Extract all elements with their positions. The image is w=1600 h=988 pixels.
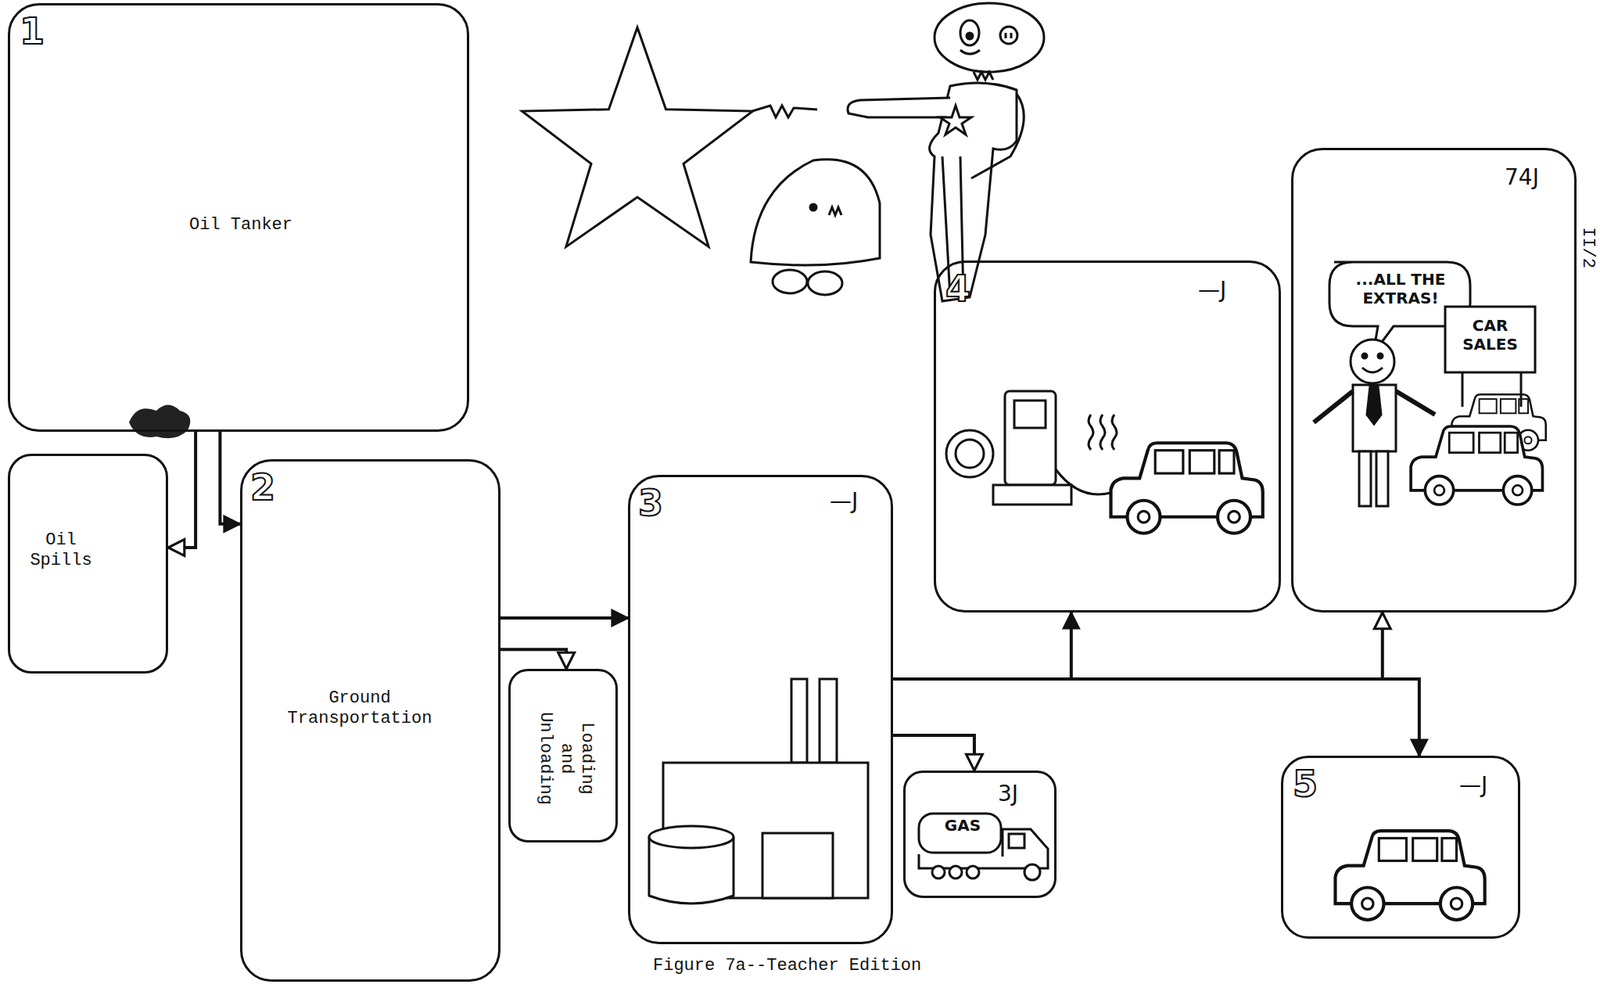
alien-drawing (1005, 32, 1012, 39)
sales-box: 74J ...ALL THE EXTRAS! CAR SALES (1291, 147, 1577, 613)
gas-pump-drawing (955, 439, 984, 468)
alien-drawing (960, 50, 980, 54)
node-text: 3 (638, 481, 686, 525)
salesman-drawing (1350, 339, 1395, 384)
alien-drawing (1000, 26, 1018, 44)
salesman-drawing (1362, 367, 1383, 373)
node-text: Oil Tanker (158, 215, 323, 236)
node-text: 3J (997, 780, 1045, 808)
alien-drawing (960, 20, 980, 46)
node-text: —J (1459, 771, 1522, 799)
alien-drawing (750, 3, 1044, 302)
node-text: —J (1198, 276, 1261, 304)
node-text: GAS (931, 815, 994, 835)
truck-box: GAS3J (903, 770, 1057, 898)
page-label: II/2 (1577, 226, 1598, 282)
gas-pump-drawing (946, 430, 994, 478)
station-box: 4 —J (933, 260, 1281, 613)
node-text: Oil Spills (17, 530, 105, 572)
node-text: Ground Transportation (281, 688, 438, 730)
alien-drawing (966, 32, 973, 40)
refinery-drawing (649, 825, 734, 848)
node-text: Loading and Unloading (534, 709, 597, 808)
alien-drawing (807, 271, 843, 295)
star-drawing (752, 105, 818, 118)
salesman-drawing (1377, 353, 1383, 359)
refinery-box: 3 —J (627, 474, 894, 944)
salesman-drawing (1366, 386, 1382, 424)
alien-drawing (772, 269, 808, 294)
alien-drawing (810, 204, 817, 211)
flow-arrow (219, 431, 241, 524)
salesman-drawing (1362, 353, 1367, 359)
node-text: 5 (1292, 762, 1340, 806)
flow-arrow (168, 431, 196, 548)
alien-drawing (828, 207, 842, 216)
oil-blob (129, 405, 191, 439)
salesman-drawing (1376, 451, 1389, 506)
loading-box: Loading and Unloading (508, 668, 618, 843)
gas-truck-drawing (932, 865, 945, 879)
gas-pump-drawing (946, 391, 1117, 505)
flow-arrow (500, 616, 628, 620)
spill-box: Oil Spills (7, 453, 169, 674)
gas-pump-drawing (1014, 400, 1046, 428)
node-text: CAR SALES (1452, 315, 1528, 354)
flow-arrow (893, 612, 1072, 679)
refinery-drawing (649, 678, 869, 904)
gas-truck-drawing (949, 865, 962, 879)
gas-pump-drawing (1088, 414, 1117, 450)
alien-drawing (847, 97, 951, 118)
gas-pump-drawing (1004, 391, 1056, 485)
refinery-drawing (791, 678, 808, 763)
alien-drawing (750, 159, 880, 266)
flow-arrow (893, 735, 975, 771)
salesman-drawing (1313, 391, 1435, 423)
gas-truck-drawing (918, 828, 1048, 869)
node-text: 74J (1504, 164, 1568, 191)
gas-truck-drawing (918, 813, 1001, 853)
gas-truck-drawing (966, 865, 980, 879)
gas-truck-drawing (1024, 864, 1041, 880)
flow-arrow (893, 678, 1420, 756)
salesman-drawing (1313, 261, 1536, 506)
car-box: 5 —J (1280, 755, 1521, 939)
transport-box: 2Ground Transportation (240, 459, 501, 982)
alien-drawing (973, 71, 994, 80)
car-drawing (1410, 426, 1543, 505)
node-text: —J (829, 487, 885, 515)
refinery-drawing (819, 678, 837, 763)
gas-pump-drawing (1055, 469, 1111, 495)
refinery-drawing (762, 832, 833, 898)
alien-drawing (934, 3, 1044, 72)
tanker-box: 1Oil Tanker (7, 3, 470, 432)
car-drawing (1111, 442, 1263, 534)
flow-arrow (893, 612, 1383, 679)
node-text: 4 (945, 267, 993, 311)
car-drawing (1335, 830, 1486, 920)
salesman-drawing (1352, 384, 1396, 452)
salesman-drawing (1445, 306, 1536, 373)
gas-truck-drawing (1008, 833, 1025, 848)
alien-drawing (971, 93, 1024, 179)
node-text: 1 (19, 10, 67, 54)
node-text: 2 (250, 466, 298, 510)
flow-arrow (500, 649, 567, 669)
car-drawing (1111, 394, 1547, 920)
star-drawing (522, 27, 754, 247)
salesman-drawing (1462, 372, 1522, 407)
oil-blob (129, 405, 191, 439)
gas-truck-drawing (918, 813, 1048, 880)
salesman-drawing (1359, 451, 1371, 506)
figure-caption: Figure 7a--Teacher Edition (652, 955, 998, 976)
alien-drawing (939, 105, 972, 135)
node-text: ...ALL THE EXTRAS! (1341, 269, 1460, 308)
gas-pump-drawing (993, 484, 1072, 505)
